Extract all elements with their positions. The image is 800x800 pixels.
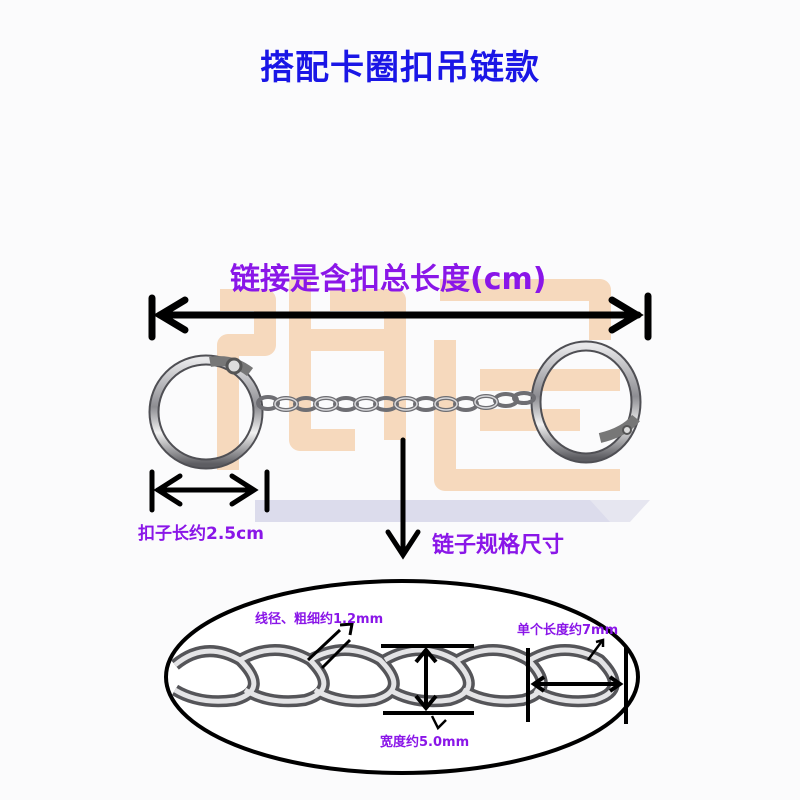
wire-diameter-label: 线径、粗细约1.2mm [255,612,384,627]
link-width-label: 宽度约5.0mm [380,735,470,750]
buckle-length-label: 扣子长约2.5cm [138,524,264,544]
total-length-arrow [148,292,652,341]
wire-diameter-arrow [306,622,354,670]
unit-length-label: 单个长度约7mm [517,623,619,638]
width-dimension [381,644,474,731]
right-ring [530,340,642,464]
unit-length-dimension [526,638,628,724]
watermark-band [255,500,615,522]
page-title: 搭配卡圈扣吊链款 [260,48,540,88]
chain-spec-label: 链子规格尺寸 [432,533,565,558]
detail-ellipse [164,579,640,775]
total-length-label: 链接是含扣总长度(cm) [230,262,547,297]
down-arrow [385,437,421,560]
watermark-logo [217,279,620,491]
left-ring [148,354,264,470]
buckle-length-arrow [149,469,270,513]
